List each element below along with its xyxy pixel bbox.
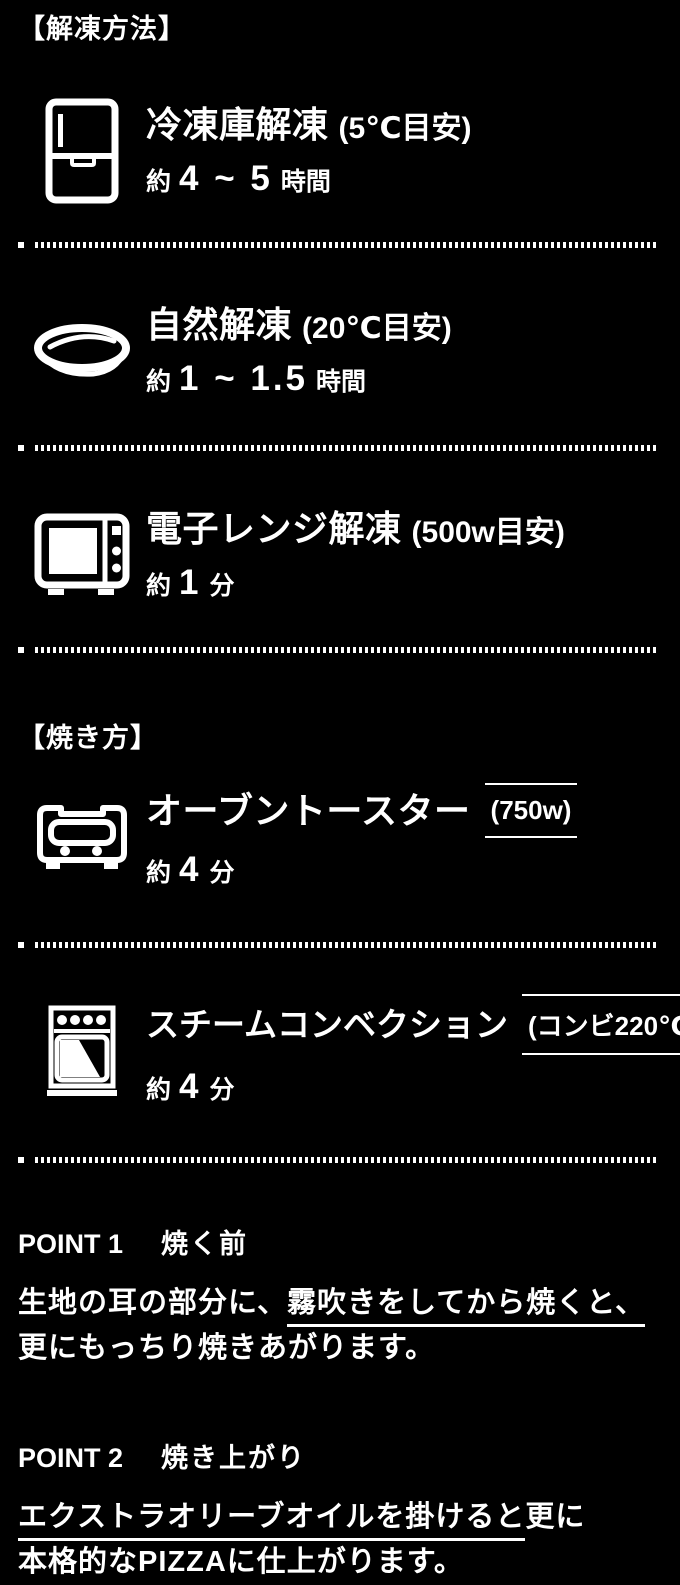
dotted-divider [18,942,656,948]
method-time: 約 4 分 [146,850,656,890]
point-body-text: 本格的なPIZZAに仕上がります。 [18,1546,464,1578]
point-body-text: 更に [525,1501,586,1533]
time-unit: 分 [209,572,235,600]
method-row-steam-convection: スチームコンベクション (コンビ220℃) 約 4 分 [18,994,680,1107]
method-time: 約 1 分 [146,563,656,603]
point-1-body: 生地の耳の部分に、霧吹きをしてから焼くと、更にもっちり焼きあがります。 [18,1281,656,1371]
method-title: オーブントースター [146,789,471,831]
time-value: 1 [179,563,202,602]
time-value: 1 ~ 1.5 [179,359,309,398]
time-value: 4 [179,850,202,889]
point-1-heading: POINT 1 焼く前 [18,1229,656,1259]
point-topic: 焼き上がり [161,1443,307,1473]
toaster-oven-icon [34,798,130,876]
method-note: (500w目安) [411,516,565,549]
section-heading-bake: 【焼き方】 [18,723,158,753]
icon-cell [18,513,146,597]
method-row-freezer: 冷凍庫解凍 (5℃目安) 約 4 ~ 5 時間 [18,98,656,204]
point-2-heading: POINT 2 焼き上がり [18,1443,656,1473]
method-text: 冷凍庫解凍 (5℃目安) 約 4 ~ 5 時間 [146,103,656,199]
point-body-text: 生地の耳の部分に、 [18,1287,288,1319]
icon-cell [18,1004,146,1098]
point-body-underlined-text: エクストラオリーブオイルを掛けると [18,1501,526,1541]
method-note-boxed: (750w) [484,783,578,838]
plate-icon [33,322,131,380]
icon-cell [18,98,146,204]
time-value: 4 [179,1067,202,1106]
method-row-natural: 自然解凍 (20℃目安) 約 1 ~ 1.5 時間 [18,303,656,399]
icon-cell [18,798,146,876]
point-body-underlined-text: 霧吹きをしてから焼くと、 [287,1287,646,1327]
time-unit: 分 [209,1076,235,1104]
time-unit: 時間 [280,168,331,196]
time-prefix: 約 [146,859,172,887]
section-heading-thaw: 【解凍方法】 [18,14,186,44]
method-title: 電子レンジ解凍 [146,508,402,549]
time-prefix: 約 [146,368,172,396]
dotted-divider [18,445,656,451]
method-text: 電子レンジ解凍 (500w目安) 約 1 分 [146,507,656,603]
microwave-icon [34,513,130,597]
time-value: 4 ~ 5 [179,159,273,198]
time-prefix: 約 [146,1076,172,1104]
method-text: スチームコンベクション (コンビ220℃) 約 4 分 [146,994,680,1107]
steam-convection-oven-icon [43,1004,121,1098]
dotted-divider [18,242,656,248]
method-title: 自然解凍 [146,304,293,345]
dotted-divider [18,1157,656,1163]
method-time: 約 4 ~ 5 時間 [146,159,656,199]
method-row-microwave: 電子レンジ解凍 (500w目安) 約 1 分 [18,507,656,603]
point-topic: 焼く前 [161,1229,249,1259]
point-label: POINT 1 [18,1229,124,1259]
icon-cell [18,322,146,380]
method-note-boxed: (コンビ220℃) [522,994,680,1055]
point-2-body: エクストラオリーブオイルを掛けると更に本格的なPIZZAに仕上がります。 [18,1495,656,1585]
method-time: 約 1 ~ 1.5 時間 [146,359,656,399]
time-unit: 時間 [316,368,367,396]
refrigerator-icon [44,98,120,204]
method-text: 自然解凍 (20℃目安) 約 1 ~ 1.5 時間 [146,303,656,399]
time-unit: 分 [209,859,235,887]
dotted-divider [18,647,656,653]
method-note: (5℃目安) [338,112,472,145]
method-text: オーブントースター (750w) 約 4 分 [146,783,656,890]
time-prefix: 約 [146,572,172,600]
method-title: 冷凍庫解凍 [146,104,329,145]
method-note: (20℃目安) [302,312,452,345]
point-body-text: 更にもっちり焼きあがります。 [18,1332,436,1364]
method-row-toaster: オーブントースター (750w) 約 4 分 [18,783,656,890]
method-time: 約 4 分 [146,1067,680,1107]
point-label: POINT 2 [18,1443,124,1473]
time-prefix: 約 [146,168,172,196]
method-title: スチームコンベクション [146,1005,509,1043]
